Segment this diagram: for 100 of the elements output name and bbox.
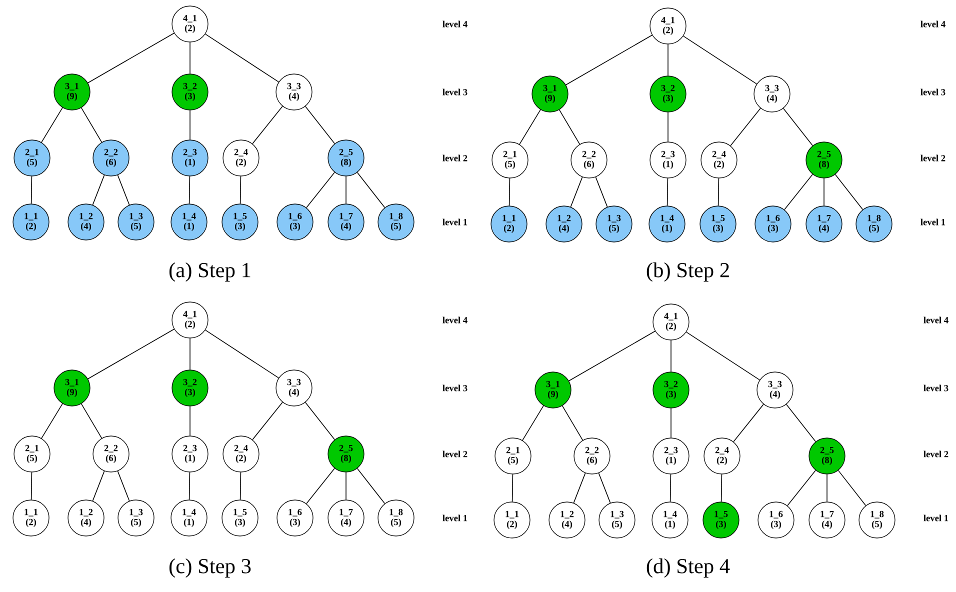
tree-node: 1_5 (3) (702, 502, 740, 538)
tree-edge (519, 109, 541, 145)
tree-node: 1_6 (3) (276, 500, 314, 536)
tree-edge (718, 178, 720, 206)
tree-node: 2_2 (6) (570, 142, 608, 178)
tree-edge (117, 174, 130, 206)
tree-node: 3_3 (4) (754, 76, 790, 112)
level-label: level 1 (924, 514, 948, 522)
tree-node: 3_3 (4) (276, 74, 312, 110)
level-label: level 1 (442, 514, 468, 522)
tree-node: 4_1 (2) (172, 302, 208, 338)
tree-edge (252, 106, 283, 144)
tree-edge (88, 32, 175, 84)
tree-edge (720, 474, 722, 502)
tree-node: 2_5 (8) (806, 142, 842, 178)
level-label: level 2 (920, 154, 946, 162)
tree-node: 3_3 (4) (276, 370, 312, 406)
subfigure-caption: (b) Step 2 (646, 262, 729, 282)
tree-node: 1_2 (4) (68, 500, 104, 536)
tree-node: 2_2 (6) (574, 438, 610, 474)
tree-edge (188, 176, 190, 204)
tree-edge (80, 107, 102, 143)
tree-node: 1_8 (5) (858, 502, 896, 538)
level-label: level 2 (442, 154, 468, 162)
tree-edge (670, 408, 672, 438)
tree-edge (733, 404, 764, 442)
tree-node: 1_7 (4) (806, 206, 842, 242)
tree-node: 1_2 (4) (68, 204, 104, 240)
tree-edge (92, 174, 105, 206)
tree-edge (686, 332, 760, 380)
level-label: level 4 (924, 316, 948, 324)
tree-edge (30, 176, 32, 204)
tree-node: 1_3 (5) (596, 206, 632, 242)
tree-edge (522, 405, 544, 441)
tree-node: 4_1 (2) (650, 8, 686, 44)
tree-node: 1_1 (2) (12, 204, 50, 240)
tree-edge (670, 340, 672, 372)
tree-node: 1_6 (3) (758, 502, 794, 538)
tree-edge (356, 468, 386, 504)
tree-node: 2_3 (1) (172, 140, 208, 176)
tree-node: 1_7 (4) (328, 204, 364, 240)
subfigure-caption: (d) Step 4 (646, 558, 730, 578)
subfigure-caption: (a) Step 1 (169, 262, 250, 282)
tree-node: 3_2 (3) (172, 74, 208, 110)
tree-node: 1_8 (5) (378, 204, 414, 240)
tree-edge (782, 108, 814, 146)
tree-edge (558, 109, 580, 145)
level-label: level 3 (442, 384, 468, 392)
tree-edge (41, 403, 63, 439)
tree-edge (41, 107, 63, 143)
tree-node: 1_8 (5) (378, 500, 414, 536)
tree-edge (117, 470, 130, 502)
tree-node: 3_1 (9) (534, 372, 572, 408)
tree-node: 2_3 (1) (172, 436, 208, 472)
tree-node: 3_1 (9) (54, 74, 90, 110)
tree-edge (838, 470, 866, 506)
tree-node: 4_1 (2) (652, 304, 690, 340)
tree-node: 2_4 (2) (700, 142, 738, 178)
tree-node: 1_4 (1) (170, 204, 208, 240)
tree-node: 2_2 (6) (92, 140, 130, 176)
tree-node: 1_4 (1) (170, 500, 208, 536)
tree-edge (306, 468, 335, 504)
tree-node: 3_1 (9) (54, 370, 90, 406)
tree-node: 1_3 (5) (118, 204, 154, 240)
tree-node: 1_5 (3) (700, 206, 736, 242)
tree-node: 1_3 (5) (118, 500, 154, 536)
tree-edge (80, 403, 102, 439)
tree-edge (826, 474, 828, 502)
level-label: level 2 (442, 450, 468, 458)
tree-node: 1_6 (3) (754, 206, 792, 242)
tree-node: 2_2 (6) (92, 436, 130, 472)
tree-node: 4_1 (2) (172, 6, 208, 42)
tree-node: 1_2 (4) (546, 206, 582, 242)
tree-edge (730, 108, 761, 146)
tree-edge (204, 330, 280, 378)
tree-edge (508, 178, 510, 206)
tree-edge (304, 106, 336, 144)
tree-edge (204, 34, 280, 82)
tree-node: 2_1 (5) (492, 142, 528, 178)
level-label: level 1 (920, 218, 946, 226)
tree-edge (306, 172, 335, 208)
tree-edge (188, 472, 190, 500)
tree-node: 1_2 (4) (548, 502, 586, 538)
level-label: level 1 (442, 218, 468, 226)
level-label: level 2 (924, 450, 948, 458)
tree-edge (92, 470, 105, 502)
level-label: level 3 (442, 88, 468, 96)
tree-node: 2_4 (2) (222, 140, 260, 176)
tree-node: 1_7 (4) (808, 502, 846, 538)
tree-edge (787, 470, 816, 506)
tree-node: 1_1 (2) (12, 500, 50, 536)
level-label: level 4 (920, 20, 946, 28)
tree-node: 2_3 (1) (652, 438, 690, 474)
tree-node: 3_2 (3) (172, 370, 208, 406)
tree-node: 2_4 (2) (704, 438, 740, 474)
tree-edge (834, 174, 864, 210)
tree-node: 2_3 (1) (650, 142, 686, 178)
tree-edge (666, 178, 668, 206)
tree-edge (240, 472, 242, 500)
tree-node: 1_8 (5) (856, 206, 892, 242)
